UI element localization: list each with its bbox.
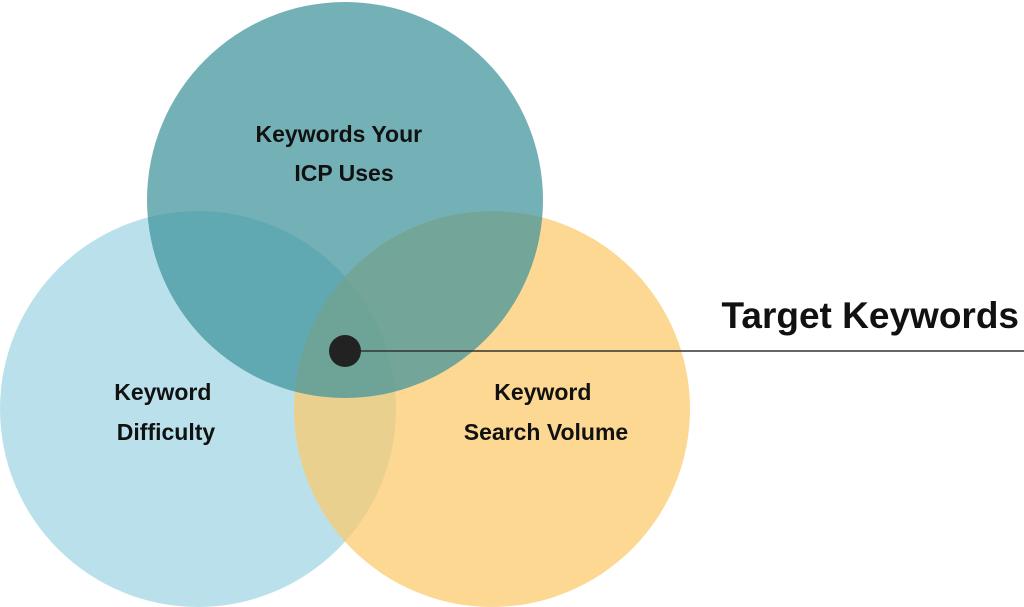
label-keyword-search-volume: Keyword Search Volume	[464, 379, 628, 445]
label-difficulty-line-2: Difficulty	[117, 419, 216, 445]
circle-keywords-icp-uses	[147, 2, 543, 398]
label-keywords-icp-uses: Keywords Your ICP Uses	[256, 121, 429, 186]
label-keyword-difficulty: Keyword Difficulty	[114, 379, 218, 445]
label-icp-line-2: ICP Uses	[294, 160, 393, 186]
target-marker	[329, 335, 361, 367]
label-difficulty-line-1: Keyword	[114, 379, 211, 405]
label-volume-line-1: Keyword	[494, 379, 591, 405]
label-icp-line-1: Keywords Your	[256, 121, 423, 147]
callout-label: Target Keywords	[722, 295, 1019, 336]
label-volume-line-2: Search Volume	[464, 419, 628, 445]
